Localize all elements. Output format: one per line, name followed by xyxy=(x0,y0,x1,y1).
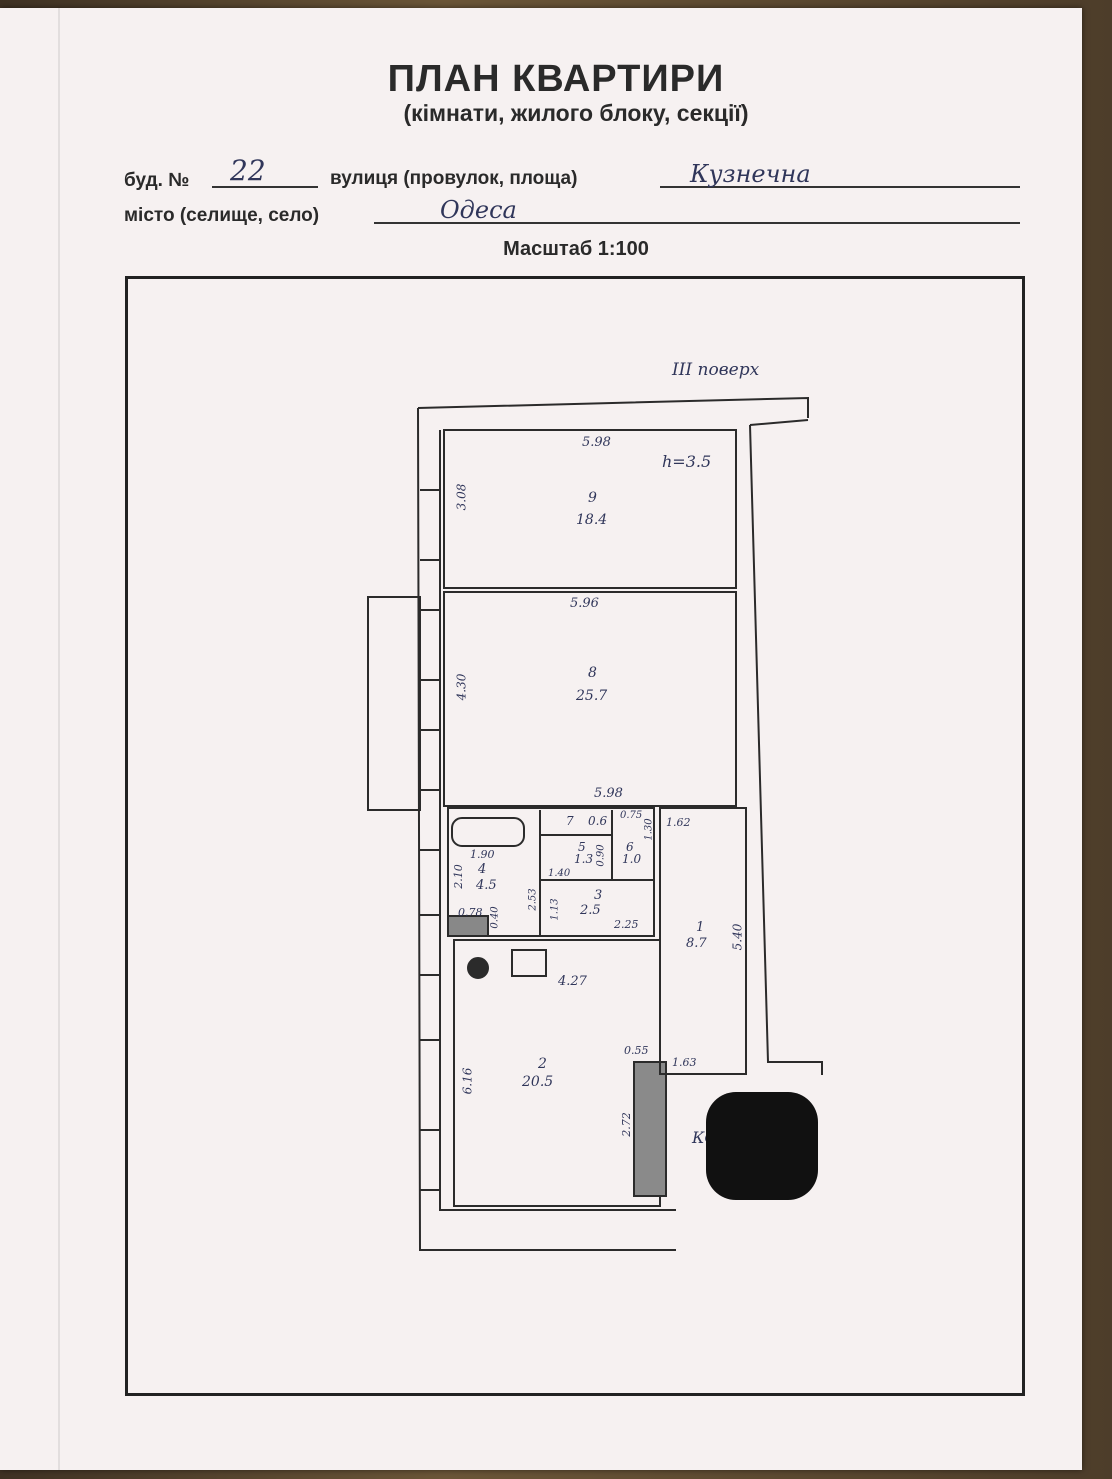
plan-frame xyxy=(125,276,1025,1396)
dim-label: 1.40 xyxy=(548,868,571,879)
building-line xyxy=(212,186,318,188)
room-2-outline xyxy=(453,939,661,1207)
dim-label: 5.98 xyxy=(582,435,611,450)
balcony-outline xyxy=(367,596,421,811)
room-3-area: 2.5 xyxy=(580,903,601,918)
left-wall xyxy=(417,407,676,1251)
dim-label: 5.98 xyxy=(594,786,623,801)
room-9-outline xyxy=(443,429,737,589)
room-4-area: 4.5 xyxy=(476,878,497,893)
room-9-area: 18.4 xyxy=(576,512,608,528)
floor-note: ІІІ поверх xyxy=(672,360,760,380)
dim-label: 1.30 xyxy=(643,818,655,841)
street-value: Кузнечна xyxy=(690,160,811,188)
city-line xyxy=(374,222,1020,224)
bath-block-outline xyxy=(447,807,655,937)
room-3-number: 3 xyxy=(594,888,603,903)
dim-label: 2.53 xyxy=(527,888,539,911)
top-wall xyxy=(417,396,809,418)
dim-label: 1.13 xyxy=(549,898,561,921)
room-7-number: 7 xyxy=(566,814,574,828)
street-line xyxy=(660,186,1020,188)
height-note: h=3.5 xyxy=(662,452,712,471)
room-6-area: 1.0 xyxy=(622,852,642,866)
corridor-top xyxy=(749,419,809,426)
dim-label: 2.10 xyxy=(451,864,465,889)
room-9-number: 9 xyxy=(588,490,597,506)
room-2-number: 2 xyxy=(538,1056,547,1072)
room-5-area: 1.3 xyxy=(574,852,594,866)
dim-label: 6.16 xyxy=(460,1067,475,1095)
dim-label: 4.27 xyxy=(558,974,587,989)
room-1-number: 1 xyxy=(696,920,705,935)
building-number: 22 xyxy=(230,154,266,187)
dim-label: 0.78 xyxy=(458,906,483,919)
room-1-outline xyxy=(659,807,747,1075)
street-label: вулиця (провулок, площа) xyxy=(330,168,578,189)
room-8-outline xyxy=(443,591,737,807)
dim-label: 0.40 xyxy=(489,906,501,929)
hatched-wall xyxy=(633,1061,667,1197)
hatched-block xyxy=(447,915,489,937)
page-subtitle: (кімнати, жилого блоку, секції) xyxy=(403,100,749,126)
building-label: буд. № xyxy=(124,170,190,191)
dim-label: 1.62 xyxy=(666,816,691,829)
boiler xyxy=(467,957,489,979)
room-4-number: 4 xyxy=(478,862,487,877)
room-7-area: 0.6 xyxy=(588,814,608,828)
dim-label: 0.55 xyxy=(624,1044,649,1057)
dim-label: 2.72 xyxy=(619,1112,633,1137)
dim-label: 0.90 xyxy=(595,844,607,867)
redaction-blot xyxy=(706,1092,818,1200)
dim-label: 3.08 xyxy=(454,483,469,511)
city-value: Одеса xyxy=(440,196,517,224)
city-label: місто (селище, село) xyxy=(124,205,320,226)
stove xyxy=(511,949,547,977)
dim-label: 0.75 xyxy=(620,810,643,821)
paper-sheet xyxy=(0,8,1082,1470)
page-title: ПЛАН КВАРТИРИ xyxy=(387,58,725,100)
room-5-number: 5 xyxy=(578,840,586,854)
dim-label: 4.30 xyxy=(454,673,469,701)
inner-left-wall xyxy=(439,430,676,1211)
bathtub xyxy=(451,817,525,847)
corridor-wall xyxy=(749,424,823,1075)
room-8-area: 25.7 xyxy=(576,688,608,704)
paper-fold xyxy=(58,8,60,1470)
scale-label: Масштаб 1:100 xyxy=(503,238,649,260)
room-6-number: 6 xyxy=(626,840,634,854)
room-2-area: 20.5 xyxy=(522,1074,554,1090)
dim-label: 1.63 xyxy=(672,1056,697,1069)
dim-label: 1.90 xyxy=(470,848,495,861)
dim-label: 2.25 xyxy=(614,918,639,931)
room-1-area: 8.7 xyxy=(686,936,707,951)
dim-label: 5.96 xyxy=(570,596,599,611)
dim-label: 5.40 xyxy=(730,923,745,951)
room-8-number: 8 xyxy=(588,665,597,681)
